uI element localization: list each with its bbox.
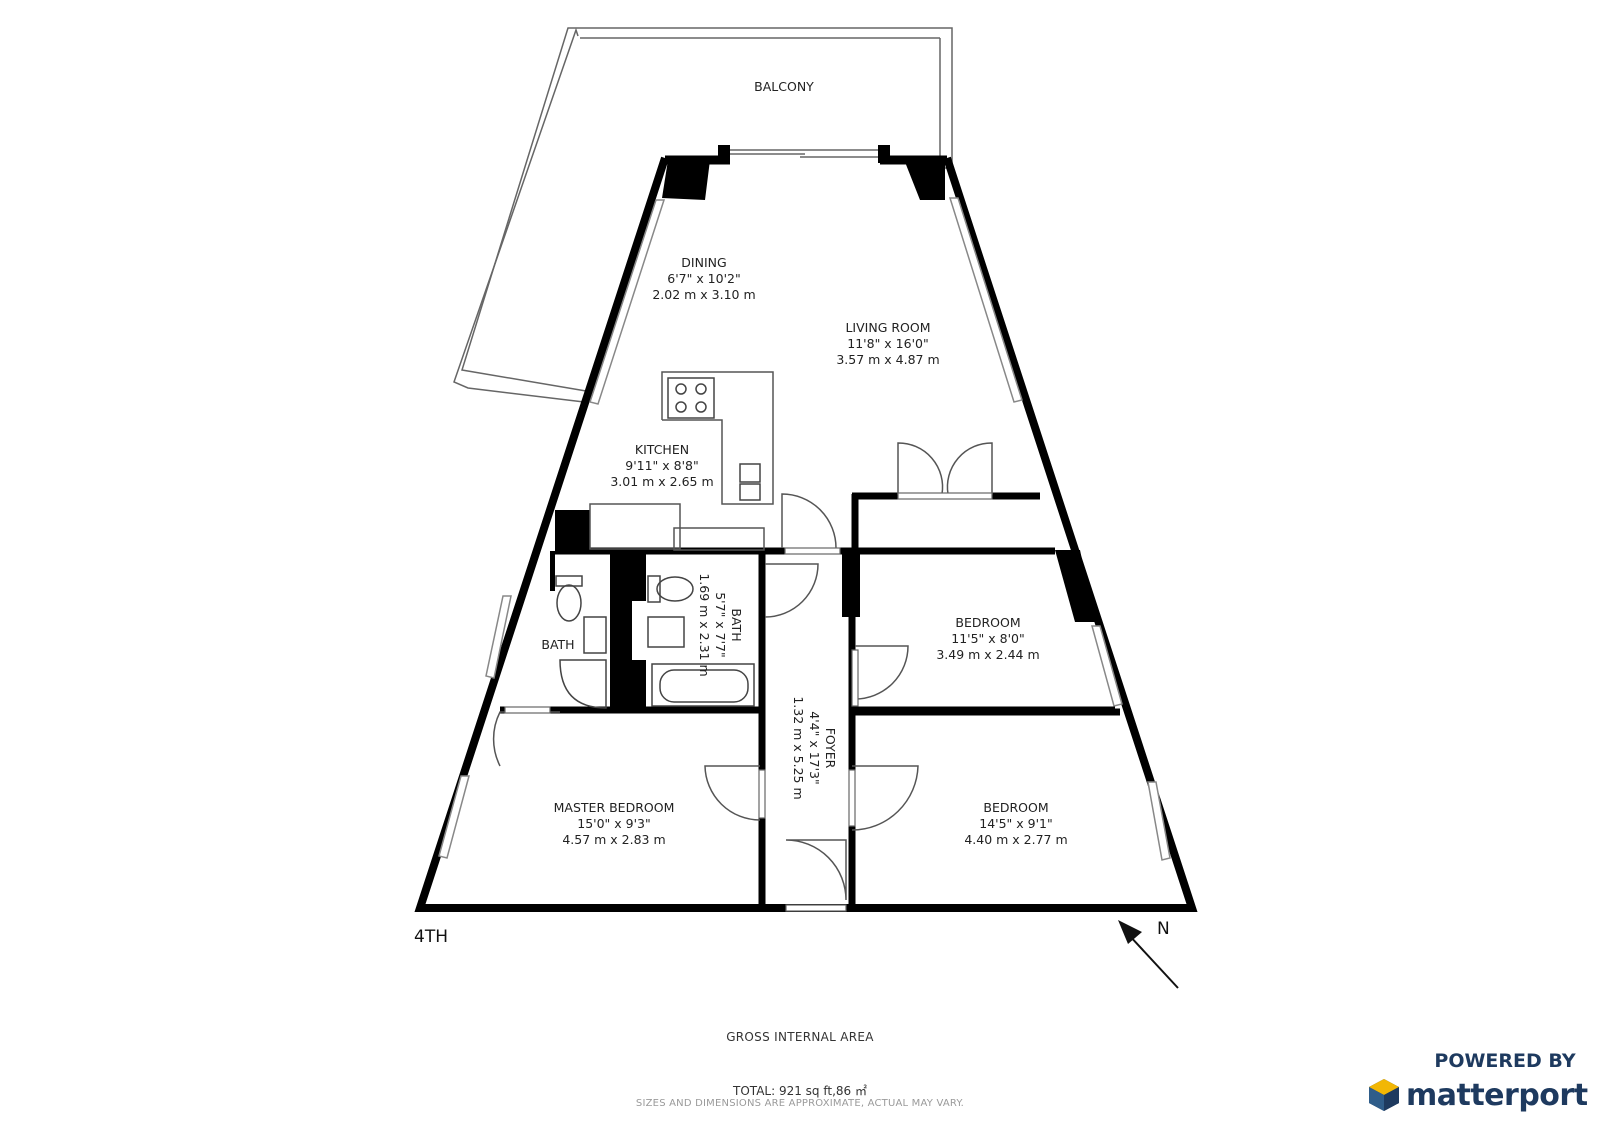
- powered-by-label: POWERED BY: [1434, 1050, 1576, 1072]
- kitchen-sink-icon: [739, 463, 761, 501]
- bathtub-icon: [559, 659, 755, 709]
- foyer-name: FOYER: [823, 728, 838, 769]
- living-name: LIVING ROOM: [845, 320, 930, 335]
- matterport-cube-icon: [1369, 1079, 1399, 1111]
- bedroom2-imperial: 14'5" x 9'1": [979, 816, 1052, 831]
- floor-label: 4TH: [414, 927, 448, 947]
- doors[interactable]: [492, 442, 993, 901]
- basin-icon: [583, 616, 685, 654]
- bedroom2-metric: 4.40 m x 2.77 m: [964, 832, 1067, 847]
- bedroom2-name: BEDROOM: [983, 800, 1048, 815]
- balcony-label: BALCONY: [754, 79, 814, 94]
- dining-name: DINING: [681, 255, 726, 270]
- matterport-wordmark: matterport: [1406, 1077, 1588, 1113]
- pillars: [555, 145, 1095, 622]
- kitchen-imperial: 9'11" x 8'8": [625, 458, 698, 473]
- windows: [438, 197, 1171, 861]
- living-metric: 3.57 m x 4.87 m: [836, 352, 939, 367]
- hob-icon: [667, 377, 715, 419]
- sliding-door[interactable]: [730, 149, 880, 158]
- toilet-icon: [555, 575, 694, 622]
- bedroom1-imperial: 11'5" x 8'0": [951, 631, 1024, 646]
- bath2-name: BATH: [729, 608, 744, 641]
- dining-imperial: 6'7" x 10'2": [667, 271, 740, 286]
- door-thresholds: [504, 492, 993, 912]
- bath2-metric: 1.69 m x 2.31 m: [697, 573, 712, 676]
- disclaimer: SIZES AND DIMENSIONS ARE APPROXIMATE, AC…: [635, 1098, 965, 1109]
- matterport-logo[interactable]: matterport: [1368, 1075, 1588, 1115]
- total-area: TOTAL: 921 sq ft,86 ㎡: [733, 1084, 867, 1098]
- bath2-imperial: 5'7" x 7'7": [713, 592, 728, 658]
- kitchen-metric: 3.01 m x 2.65 m: [610, 474, 713, 489]
- bedroom1-name: BEDROOM: [955, 615, 1020, 630]
- dining-metric: 2.02 m x 3.10 m: [652, 287, 755, 302]
- kitchen-name: KITCHEN: [635, 442, 689, 457]
- north-label: N: [1157, 919, 1170, 939]
- living-imperial: 11'8" x 16'0": [847, 336, 928, 351]
- north-arrow-icon: [1118, 920, 1179, 989]
- bath-walls: [550, 551, 646, 711]
- door-openings: [505, 493, 992, 911]
- foyer-metric: 1.32 m x 5.25 m: [791, 696, 806, 799]
- master-name: MASTER BEDROOM: [554, 800, 675, 815]
- bedroom1-metric: 3.49 m x 2.44 m: [936, 647, 1039, 662]
- master-metric: 4.57 m x 2.83 m: [562, 832, 665, 847]
- kitchen-counters: [589, 371, 774, 551]
- gross-area-heading: GROSS INTERNAL AREA: [726, 1030, 874, 1044]
- master-imperial: 15'0" x 9'3": [577, 816, 650, 831]
- bath1-name: BATH: [541, 637, 574, 652]
- foyer-imperial: 4'4" x 17'3": [807, 711, 822, 784]
